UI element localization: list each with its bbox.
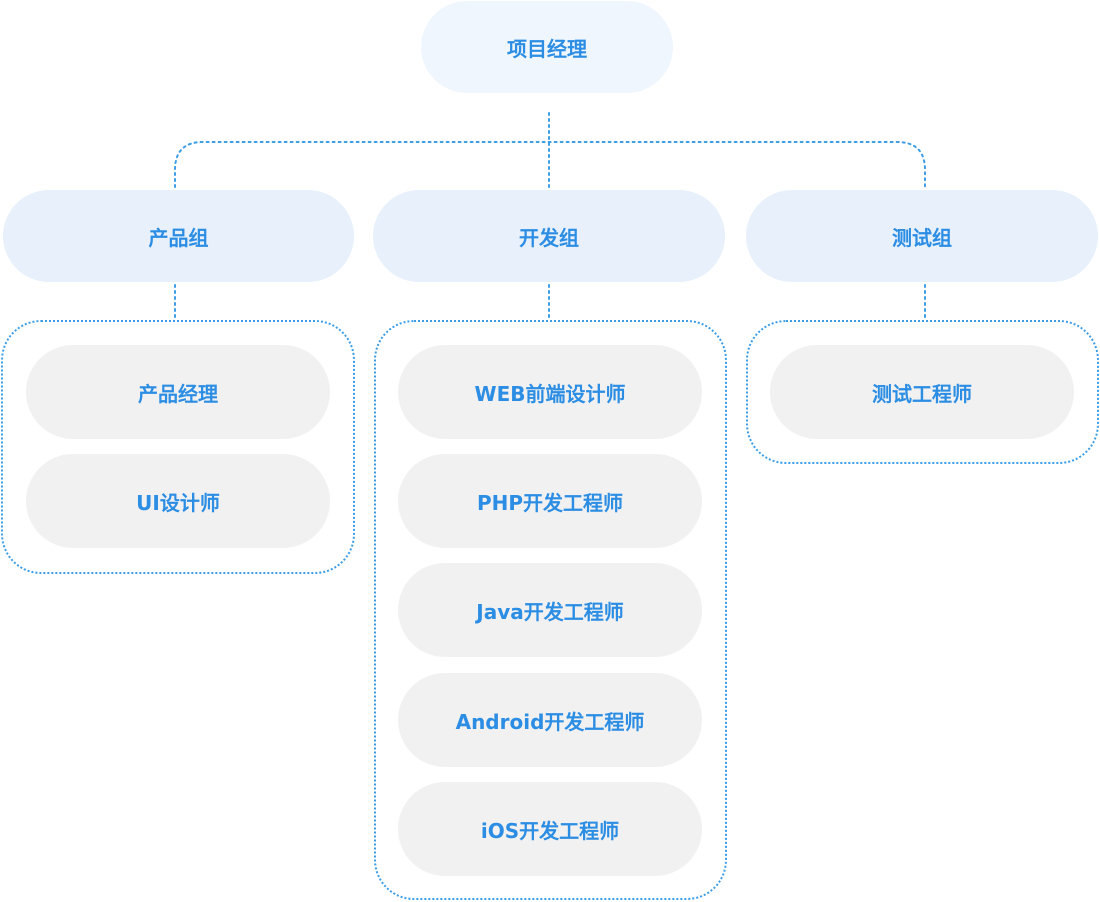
role-node-test-engineer: 测试工程师 (770, 345, 1074, 439)
role-label: 产品经理 (138, 381, 218, 406)
role-label: Android开发工程师 (455, 709, 645, 734)
role-node-web-frontend-designer: WEB前端设计师 (398, 345, 702, 439)
role-label: 测试工程师 (872, 381, 972, 406)
role-node-product-manager: 产品经理 (26, 345, 330, 439)
product-group-box (1, 320, 355, 574)
role-label: WEB前端设计师 (474, 381, 626, 406)
role-node-ios-engineer: iOS开发工程师 (398, 782, 702, 876)
role-label: UI设计师 (136, 490, 220, 515)
role-node-java-engineer: Java开发工程师 (398, 563, 702, 657)
group-node-development: 开发组 (373, 190, 725, 282)
group-node-label: 产品组 (148, 225, 209, 250)
role-node-ui-designer: UI设计师 (26, 454, 330, 548)
group-node-product: 产品组 (3, 190, 354, 282)
group-node-label: 测试组 (892, 225, 952, 250)
branch-connector (174, 141, 926, 188)
development-group-box (374, 320, 727, 900)
testing-group-box (746, 320, 1099, 464)
root-node-label: 项目经理 (507, 36, 587, 61)
group-node-label: 开发组 (519, 225, 579, 250)
role-node-php-engineer: PHP开发工程师 (398, 454, 702, 548)
group-node-testing: 测试组 (746, 190, 1098, 282)
role-node-android-engineer: Android开发工程师 (398, 673, 702, 767)
role-label: PHP开发工程师 (476, 490, 624, 515)
role-label: Java开发工程师 (476, 599, 624, 624)
role-label: iOS开发工程师 (480, 818, 620, 843)
root-node-project-manager: 项目经理 (421, 1, 673, 93)
